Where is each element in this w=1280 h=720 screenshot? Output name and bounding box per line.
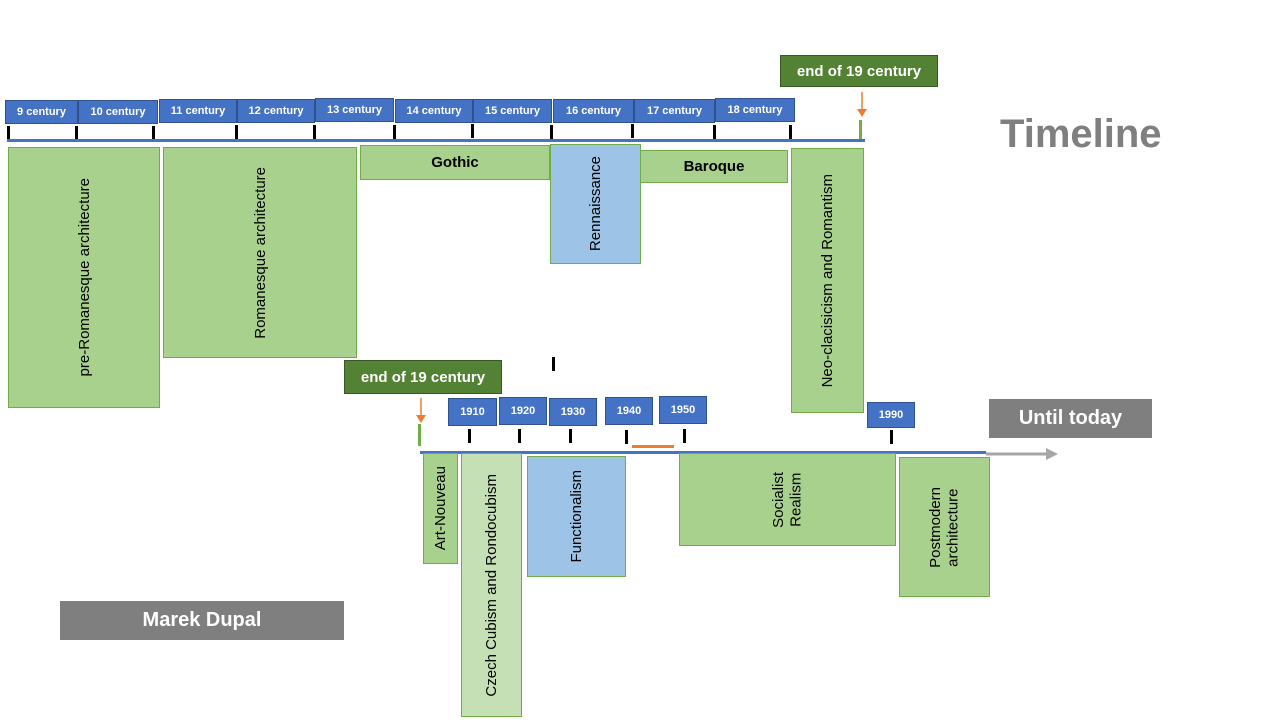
century-label-10: 10 century [78,100,158,124]
until-today-label: Until today [989,399,1152,438]
century-label-9: 9 century [5,100,78,124]
period-functionalism: Functionalism [527,456,626,577]
year-label-1940: 1940 [605,397,653,425]
period-baroque: Baroque [640,150,788,183]
end-19-century-marker-top: end of 19 century [780,55,938,87]
timeline-tick [713,125,716,139]
year-label-1930: 1930 [549,398,597,426]
period-neoclassicism: Neo-clacisicism and Romantism [791,148,864,413]
timeline-tick [569,429,572,443]
orange-arrow-icon [857,92,867,117]
period-czech-cubism: Czech Cubism and Rondocubism [461,453,522,717]
timeline-tick [75,126,78,140]
period-renaissance: Rennaissance [550,144,641,264]
page-title: Timeline [1000,112,1162,156]
timeline-tick [471,124,474,138]
timeline-tick [393,125,396,139]
end-marker-tick [859,120,862,140]
period-romanesque: Romanesque architecture [163,147,357,358]
century-label-11: 11 century [159,99,237,123]
year-label-1920: 1920 [499,397,547,425]
timeline-tick [313,125,316,139]
year-label-1990: 1990 [867,402,915,428]
start-marker-tick [418,424,421,446]
timeline-tick [683,429,686,443]
timeline-tick [552,357,555,371]
year-label-1910: 1910 [448,398,497,426]
orange-arrow-icon [416,398,426,423]
timeline-tick [789,125,792,139]
author-label: Marek Dupal [60,601,344,640]
bottom-timeline-axis [420,451,986,454]
century-label-18: 18 century [715,98,795,122]
timeline-tick [625,430,628,444]
century-label-13: 13 century [315,98,394,122]
timeline-tick [235,125,238,139]
top-timeline-axis [7,139,865,142]
timeline-tick [890,430,893,444]
century-label-15: 15 century [473,99,552,123]
century-label-12: 12 century [237,99,315,123]
timeline-tick [468,429,471,443]
period-art-nouveau: Art-Nouveau [423,453,458,564]
timeline-tick [550,125,553,139]
arrow-right-icon [986,448,1058,460]
century-label-14: 14 century [395,99,473,123]
year-label-1950: 1950 [659,396,707,424]
timeline-tick [152,126,155,140]
century-label-16: 16 century [553,99,634,123]
century-label-17: 17 century [634,99,715,123]
timeline-tick [7,126,10,140]
timeline-tick [631,124,634,138]
timeline-tick [518,429,521,443]
end-19-century-marker-bottom: end of 19 century [344,360,502,394]
period-pre-romanesque: pre-Romanesque architecture [8,147,160,408]
period-gothic: Gothic [360,145,550,180]
war-period-mark [632,445,674,448]
